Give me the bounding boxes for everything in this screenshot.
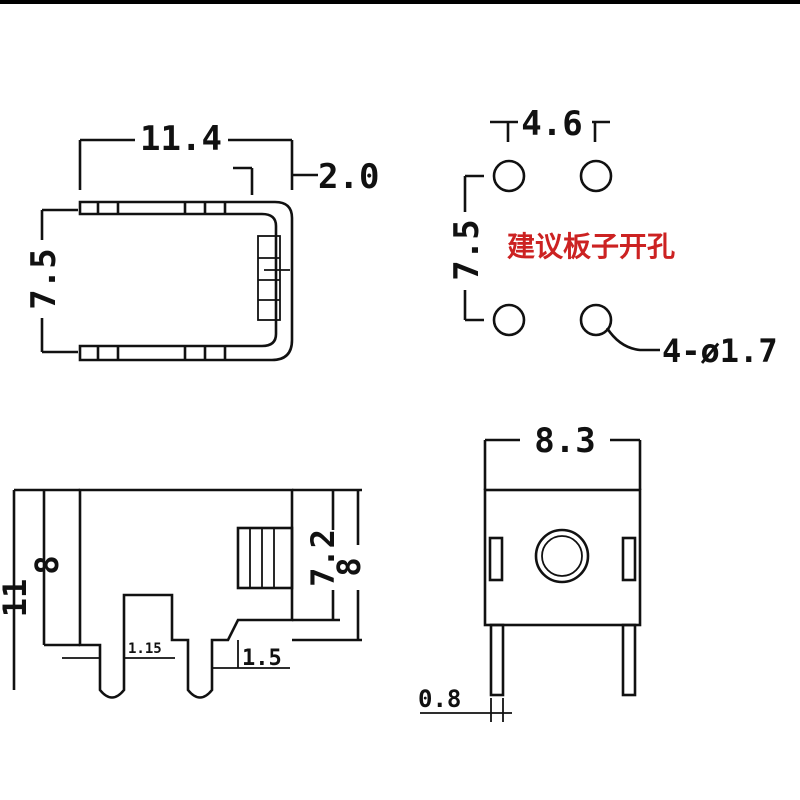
- top-border: [0, 0, 800, 4]
- front-view-pin-thickness-dim: 0.8: [418, 685, 461, 713]
- side-view-body-height-dim: 8: [28, 555, 66, 574]
- side-view-body-outline: [78, 488, 294, 699]
- front-view-side-tab: [488, 536, 504, 582]
- side-view-right-outer-dim: 8: [330, 557, 368, 576]
- front-view-screw-hole-inner: [541, 535, 583, 577]
- mounting-hole: [492, 159, 526, 193]
- front-view-body: [483, 488, 642, 627]
- hole-spacing-y-dim: 7.5: [447, 219, 487, 280]
- front-view-pin: [621, 623, 637, 697]
- hole-callout-leader: [605, 327, 660, 352]
- side-view-contact-block: [236, 526, 294, 590]
- side-view-total-height-dim: 11: [0, 579, 34, 618]
- top-view: 11.4 2.0 7.5: [24, 119, 379, 362]
- side-view: 11 8 1.15 1.5: [0, 488, 368, 699]
- mounting-hole: [492, 303, 526, 337]
- hole-spacing-x-dim: 4.6: [521, 104, 582, 144]
- side-view-pin-width-dim: 1.15: [128, 641, 162, 657]
- front-view-width-dim: 8.3: [534, 421, 595, 461]
- pcb-hole-note: 建议板子开孔: [507, 230, 675, 263]
- side-view-right-inner-dim: 7.2: [304, 529, 342, 587]
- top-view-spring-contact: [257, 235, 281, 321]
- hole-callout: 4-ø1.7: [662, 332, 778, 370]
- mounting-hole: [579, 159, 613, 193]
- front-view-pin: [489, 623, 505, 697]
- front-view-screw-hole: [534, 528, 590, 584]
- mounting-hole: [579, 303, 613, 337]
- front-view-side-tab: [621, 536, 637, 582]
- hole-pattern-view: 4.6 7.5 建议板子开孔 4-ø1.7: [447, 104, 778, 370]
- top-view-clip-outline: [78, 200, 294, 362]
- front-view: 8.3 0.8: [418, 421, 642, 722]
- top-view-tab-dim: 2.0: [318, 157, 379, 197]
- top-view-width-dim: 11.4: [140, 119, 222, 159]
- side-view-pin-gap-dim: 1.5: [242, 646, 282, 671]
- top-view-height-dim: 7.5: [24, 248, 64, 309]
